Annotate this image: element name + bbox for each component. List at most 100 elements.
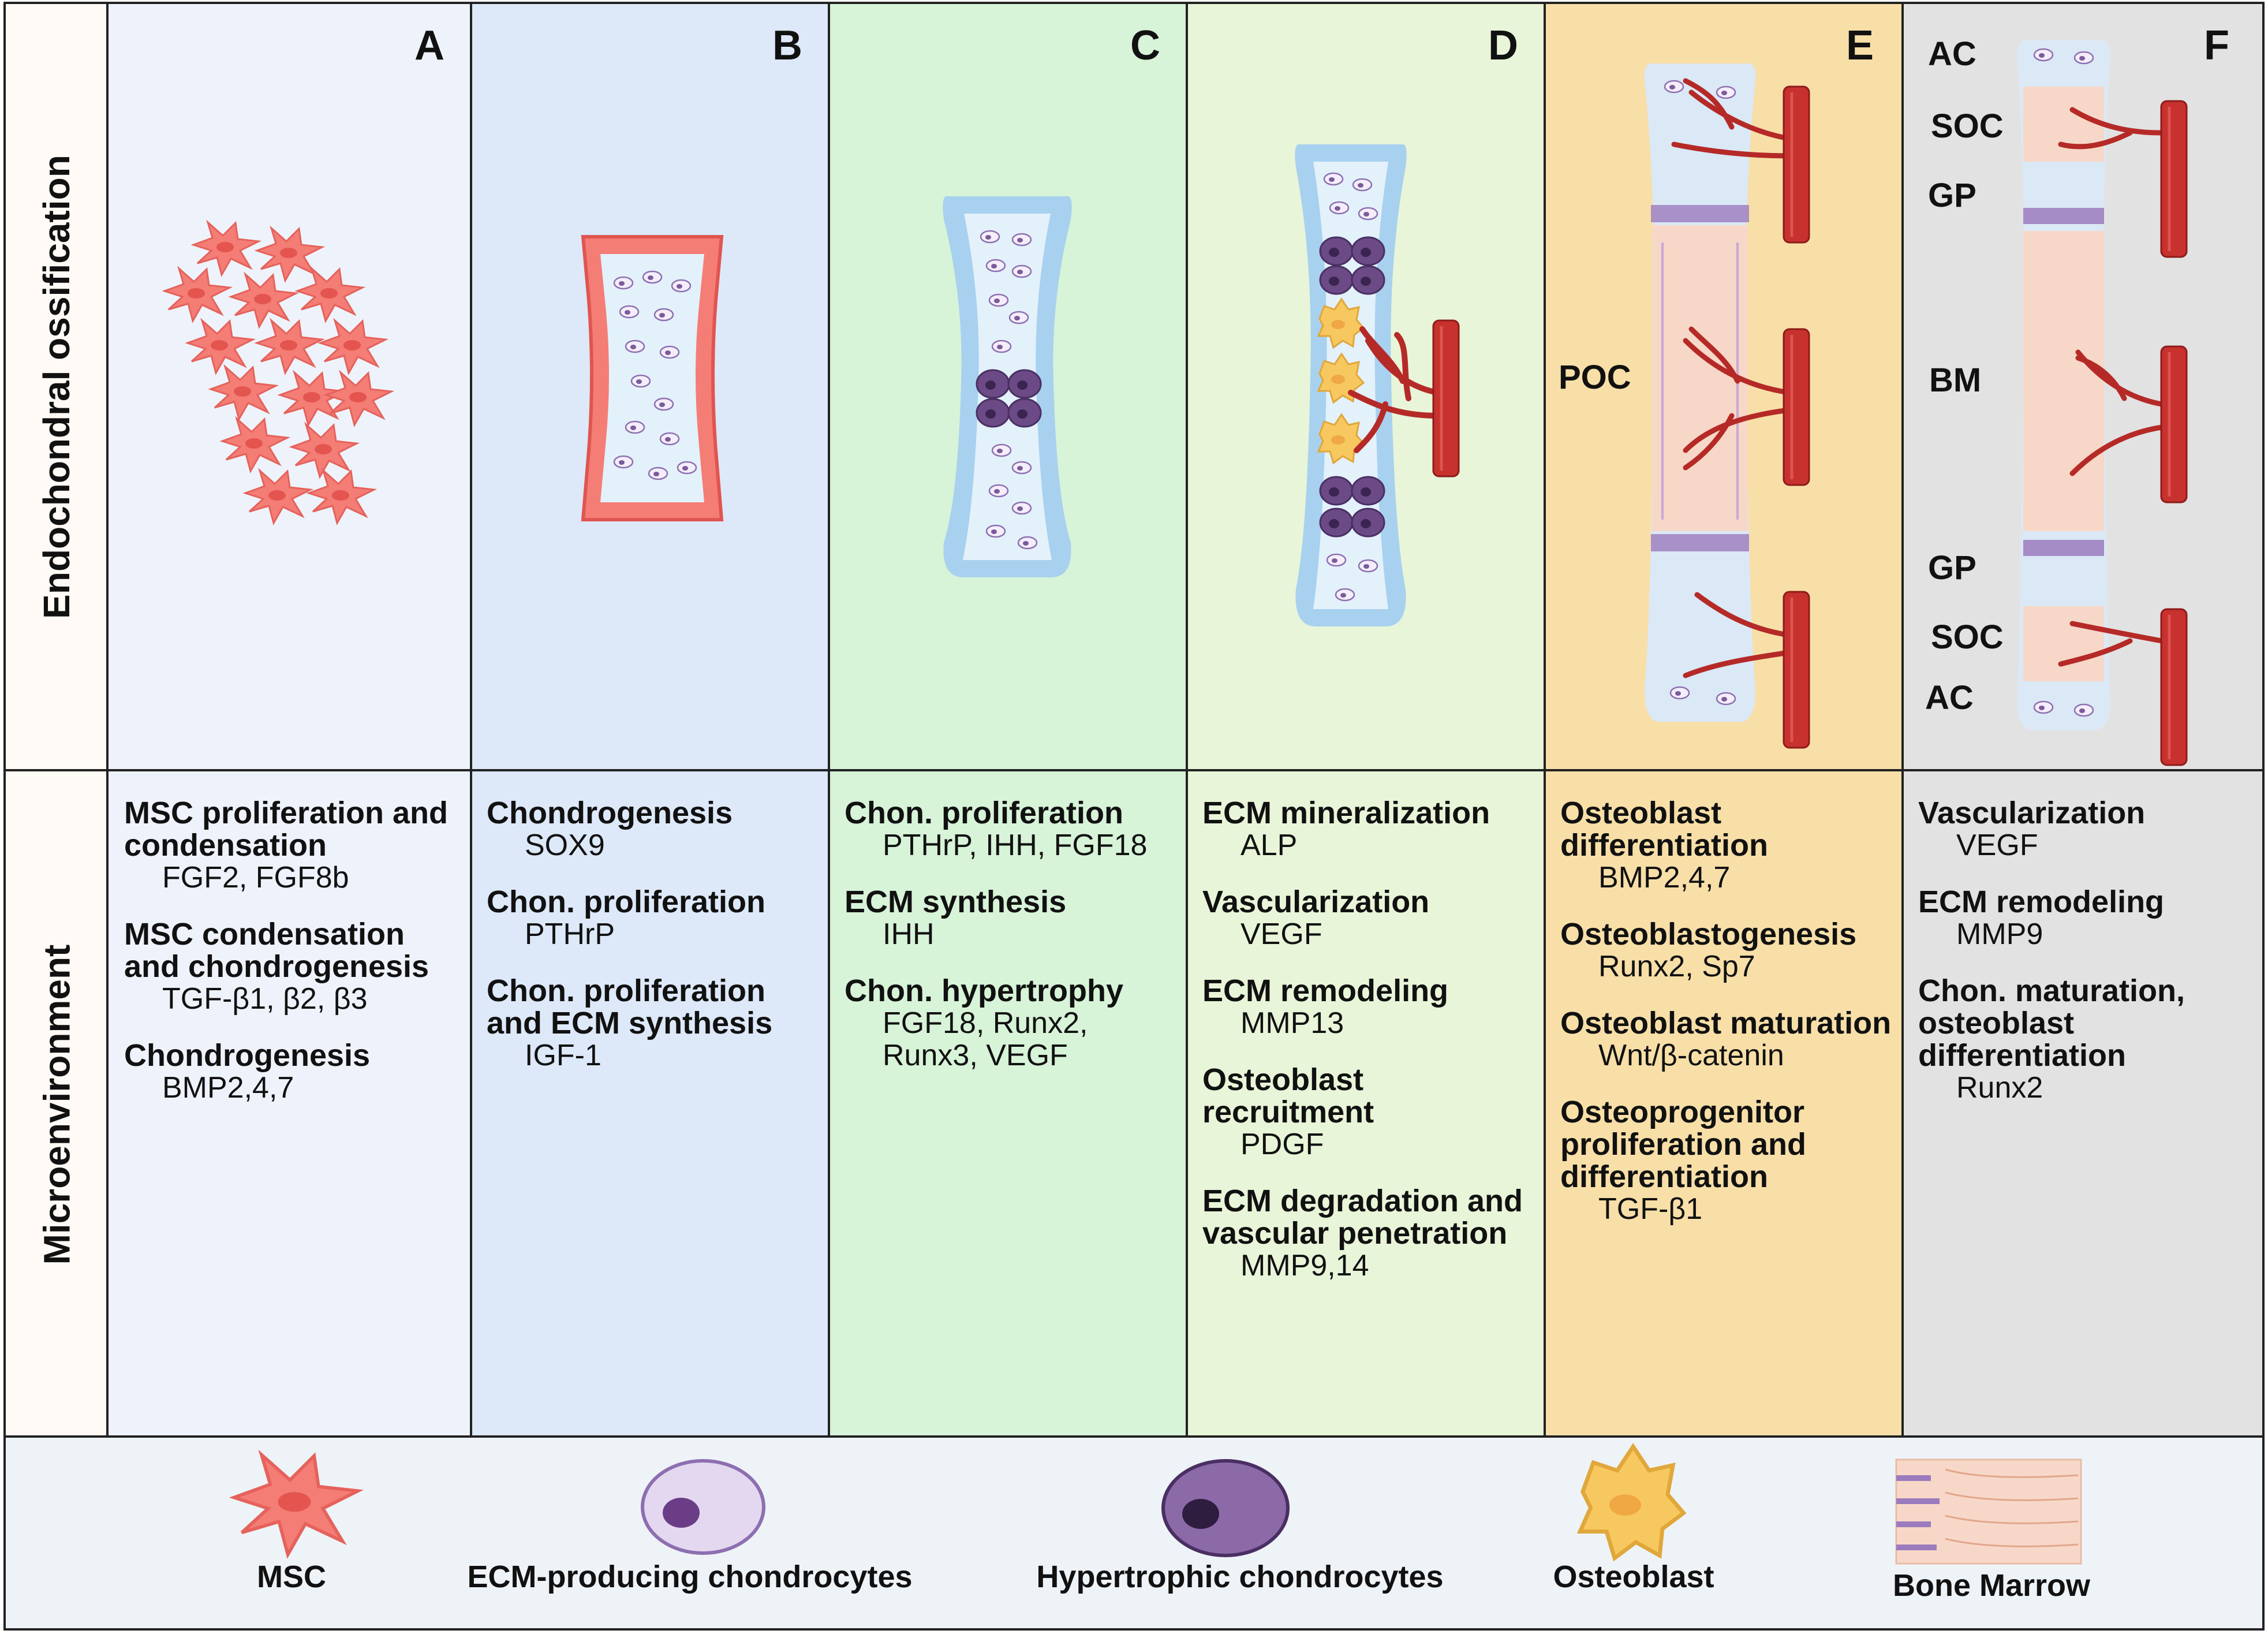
bone-marrow-icon [1895,1458,2082,1565]
factor-group: Chon. maturation, osteoblast differentia… [1918,975,2253,1104]
factor-title: ECM remodeling [1918,885,2165,919]
zone-label-soc-bottom: SOC [1931,618,2004,656]
condensation-illustration [581,235,724,521]
factor-genes: FGF18, Runx2, Runx3, VEGF [883,1006,1088,1072]
zone-label-ac-top: AC [1928,35,1976,73]
factor-genes: IHH [883,917,935,951]
factor-genes: Wnt/β-catenin [1598,1039,1784,1072]
factor-title: MSC proliferation and condensation [124,796,449,863]
hypertrophic-chondrocyte-icon [1161,1459,1290,1557]
factor-title: Chondrogenesis [487,796,733,830]
factor-group: Osteoprogenitor proliferation and differ… [1560,1096,1895,1225]
factor-genes: PTHrP, IHH, FGF18 [883,829,1148,862]
zone-label-ac-bottom: AC [1925,679,1974,717]
row-label-column [5,3,107,1436]
grid-col-ef [1901,2,1904,1437]
factor-title: Chon. proliferation [845,796,1123,830]
grid-col-ab [470,2,472,1437]
factor-title: Chon. proliferation [487,885,765,919]
msc-cell-icon [234,1455,358,1555]
grid-left [3,2,6,1631]
factor-title: ECM remodeling [1202,973,1449,1008]
msc-cluster-illustration [163,221,393,524]
panel-letter-a: A [414,23,444,69]
factor-genes: MMP9,14 [1241,1249,1369,1282]
factor-title: Osteoblast differentiation [1560,796,1768,863]
zone-label-soc-top: SOC [1931,107,2004,145]
zone-label-gp-top: GP [1928,177,1976,214]
factor-genes: FGF2, FGF8b [162,861,349,894]
secondary-ossification-illustration [2017,40,2187,765]
factor-genes: VEGF [1956,829,2038,862]
zone-label-poc: POC [1559,359,1631,396]
factor-genes: VEGF [1241,917,1322,951]
cartilage-template-illustration [943,196,1072,577]
factor-group: ECM degradation and vascular penetration… [1202,1185,1537,1282]
factor-genes: SOX9 [525,829,605,862]
panel-letter-f: F [2204,23,2229,69]
factor-genes: BMP2,4,7 [162,1071,294,1105]
chondrocyte-icon [641,1459,765,1555]
grid-bottom [5,1628,2263,1631]
legend-label-hypertrophic: Hypertrophic chondrocytes [1036,1560,1444,1594]
factor-title: Vascularization [1918,796,2146,830]
vascular-invasion-illustration [1295,144,1459,626]
factor-genes: PTHrP [525,917,615,951]
factor-genes: Runx2, Sp7 [1598,950,1755,983]
factor-title: Chondrogenesis [124,1038,371,1073]
factor-genes: TGF-β1 [1598,1192,1703,1226]
zone-label-bm: BM [1929,361,1982,399]
factor-genes: BMP2,4,7 [1598,861,1731,894]
grid-top [5,2,2263,4]
factor-title: Osteoblastogenesis [1560,917,1857,952]
osteoblast-icon [1580,1446,1683,1558]
grid-legend-divider [5,1435,2263,1438]
grid-col-label [106,2,109,1437]
panel-letter-d: D [1488,23,1518,69]
panel-letter-b: B [772,23,802,69]
legend-label-ecm-chondrocytes: ECM-producing chondrocytes [467,1560,913,1594]
factor-title: Osteoblast maturation [1560,1006,1892,1040]
legend-background [5,1438,2263,1629]
factor-genes: TGF-β1, β2, β3 [162,982,368,1016]
legend-label-bone-marrow: Bone Marrow [1892,1568,2091,1603]
factor-genes: PDGF [1241,1128,1324,1161]
grid-row-divider [5,769,2263,771]
panel-letter-c: C [1130,23,1160,69]
factor-title: Chon. hypertrophy [845,973,1123,1008]
factor-title: Osteoblast recruitment [1202,1062,1374,1129]
factor-genes: Runx2 [1956,1071,2043,1105]
factor-title: ECM mineralization [1202,796,1490,830]
grid-col-cd [1186,2,1188,1437]
legend-label-msc: MSC [257,1560,326,1594]
grid-col-de [1544,2,1546,1437]
factor-genes: MMP13 [1241,1006,1344,1040]
grid-col-bc [828,2,830,1437]
factor-title: Chon. maturation, osteoblast differentia… [1918,973,2185,1073]
panel-letter-e: E [1846,23,1874,69]
zone-label-gp-bottom: GP [1928,549,1976,587]
